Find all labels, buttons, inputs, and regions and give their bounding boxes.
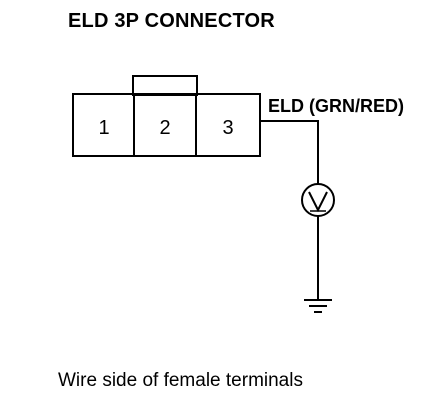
eld-wire	[260, 120, 319, 184]
voltmeter-icon	[301, 183, 335, 217]
pin-2-label: 2	[159, 117, 170, 139]
diagram-title: ELD 3P CONNECTOR	[68, 10, 275, 32]
pin-1-label: 1	[98, 117, 109, 139]
connector-housing	[72, 93, 261, 157]
connector-body	[72, 75, 261, 157]
view-caption: Wire side of female terminals	[58, 370, 303, 391]
pin-3-label: 3	[222, 117, 233, 139]
ground-icon	[304, 299, 332, 313]
wire-label: ELD (GRN/RED)	[268, 96, 404, 116]
connector-lock-tab	[132, 75, 198, 96]
